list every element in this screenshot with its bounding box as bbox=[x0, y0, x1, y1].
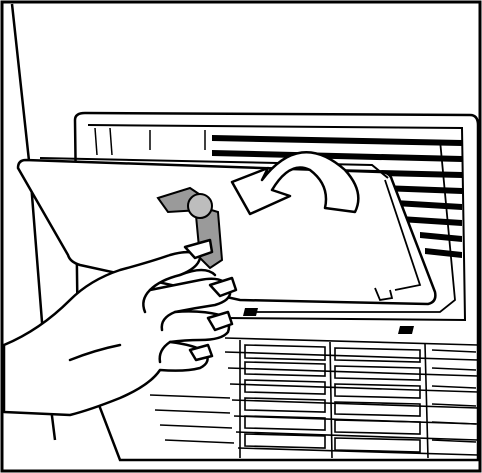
illustration-frame bbox=[0, 0, 482, 473]
appliance-illustration bbox=[0, 0, 482, 473]
